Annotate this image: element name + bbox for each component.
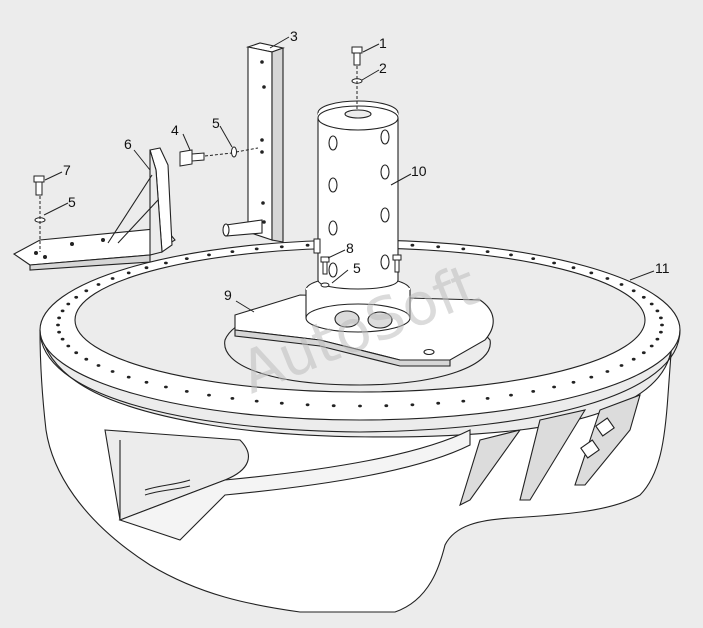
ring-bolt-hole xyxy=(531,390,536,393)
ring-bolt-hole xyxy=(461,247,466,251)
ring-bolt-hole xyxy=(641,351,646,355)
ring-bolt-hole xyxy=(552,261,556,265)
bolt-8 xyxy=(313,238,402,275)
ring-bolt-hole xyxy=(60,337,65,341)
axis-line-4b xyxy=(235,147,259,153)
ring-bolt-hole xyxy=(279,401,284,405)
ring-bolt-hole xyxy=(589,271,594,275)
callout-1: 1 xyxy=(379,35,387,51)
ring-bolt-hole xyxy=(649,302,654,306)
callout-5b: 5 xyxy=(68,194,76,210)
ring-bolt-hole xyxy=(660,323,664,327)
ring-bolt-hole xyxy=(461,399,466,403)
callout-3: 3 xyxy=(290,28,298,44)
ring-bolt-hole xyxy=(66,302,71,306)
ring-bolt-hole xyxy=(279,245,284,249)
ring-bolt-hole xyxy=(66,344,71,348)
ring-bolt-hole xyxy=(410,243,415,247)
ring-bolt-hole xyxy=(207,253,211,257)
ring-bolt-hole xyxy=(509,393,513,397)
callout-4: 4 xyxy=(171,122,179,138)
callout-7: 7 xyxy=(63,162,71,178)
callout-6: 6 xyxy=(124,136,132,152)
ring-bolt-hole xyxy=(619,364,624,367)
ring-bolt-hole xyxy=(436,401,441,405)
ring-bolt-hole xyxy=(509,253,513,257)
ring-bolt-hole xyxy=(110,277,115,280)
bolt-7 xyxy=(33,175,45,196)
axis-line-4 xyxy=(204,152,233,157)
ring-bolt-hole xyxy=(641,295,646,299)
callout-2: 2 xyxy=(379,60,387,76)
callout-10: 10 xyxy=(411,163,427,179)
ring-bolt-hole xyxy=(631,289,636,293)
callout-11: 11 xyxy=(655,260,670,276)
ring-bolt-hole xyxy=(84,357,89,361)
ring-bolt-hole xyxy=(164,261,168,265)
ring-bolt-hole xyxy=(184,390,189,393)
ring-bolt-hole xyxy=(649,344,654,348)
ring-bolt-hole xyxy=(126,271,131,275)
ring-bolt-hole xyxy=(84,289,89,293)
ring-bolt-hole xyxy=(57,330,61,334)
ring-bolt-hole xyxy=(655,309,660,313)
ring-bolt-hole xyxy=(659,316,663,320)
ring-bolt-hole xyxy=(254,247,259,251)
ring-bolt-hole xyxy=(552,385,556,389)
ring-bolt-hole xyxy=(110,370,115,373)
ring-bolt-hole xyxy=(410,403,415,407)
ring-bolt-hole xyxy=(207,393,211,397)
ring-bolt-hole xyxy=(305,243,310,247)
ring-bolt-hole xyxy=(254,399,259,403)
ring-bolt-hole xyxy=(631,357,636,361)
washer-5c xyxy=(320,282,330,288)
ring-bolt-hole xyxy=(164,385,168,389)
bracket-6 xyxy=(12,147,176,271)
ring-bolt-hole xyxy=(230,397,235,400)
ring-bolt-hole xyxy=(184,257,189,260)
bolt-4 xyxy=(179,149,205,167)
ring-bolt-hole xyxy=(619,283,624,286)
callout-5c: 5 xyxy=(353,260,361,276)
bolt-1 xyxy=(351,46,363,66)
ring-bolt-hole xyxy=(144,380,149,384)
callout-8: 8 xyxy=(346,240,354,256)
ring-bolt-hole xyxy=(571,380,576,384)
leader-lines xyxy=(43,36,655,313)
ring-bolt-hole xyxy=(384,404,389,408)
ring-bolt-hole xyxy=(74,351,79,355)
column-10 xyxy=(305,100,411,333)
ring-bolt-hole xyxy=(485,397,490,400)
callout-5a: 5 xyxy=(212,115,220,131)
callout-9: 9 xyxy=(224,287,232,303)
ring-bolt-hole xyxy=(144,266,149,270)
ring-bolt-hole xyxy=(605,370,610,373)
ring-bolt-hole xyxy=(531,257,536,260)
ring-bolt-hole xyxy=(605,277,610,280)
ring-bolt-hole xyxy=(589,375,594,379)
ring-bolt-hole xyxy=(96,364,101,367)
ring-bolt-hole xyxy=(126,375,131,379)
callouts: 1 2 3 4 5 6 7 5 8 5 9 10 11 xyxy=(63,28,670,303)
ring-bolt-hole xyxy=(571,266,576,270)
vertical-plate-3 xyxy=(222,42,285,243)
ring-bolt-hole xyxy=(358,404,362,408)
ring-bolt-hole xyxy=(74,295,79,299)
ring-bolt-hole xyxy=(659,330,663,334)
ring-bolt-hole xyxy=(60,309,65,313)
ring-bolt-hole xyxy=(436,245,441,249)
washer-5a xyxy=(231,146,237,158)
ring-bolt-hole xyxy=(57,316,61,320)
ring-bolt-hole xyxy=(655,337,660,341)
ring-bolt-hole xyxy=(305,403,310,407)
ring-bolt-hole xyxy=(485,250,490,254)
ring-bolt-hole xyxy=(331,404,336,408)
ring-bolt-hole xyxy=(96,283,101,286)
ring-bolt-hole xyxy=(56,323,60,327)
ring-bolt-hole xyxy=(230,250,235,254)
